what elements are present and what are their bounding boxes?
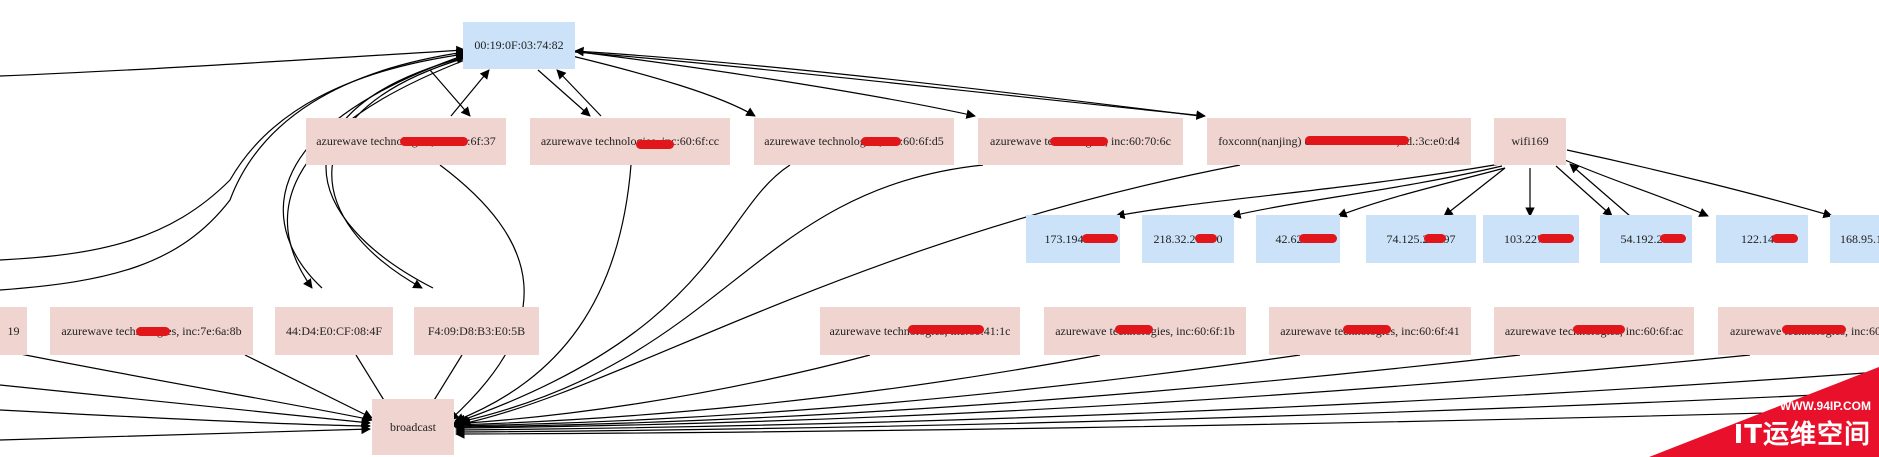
- redaction-mark: [636, 140, 674, 149]
- host-node[interactable]: 168.95.1: [1830, 215, 1879, 263]
- mac-node[interactable]: F4:09:D8:B3:E0:5B: [414, 307, 539, 355]
- hub-label: 00:19:0F:03:74:82: [474, 38, 564, 52]
- device-node[interactable]: azurewave technologies, inc:60:6f:d5: [754, 118, 954, 165]
- node-label: F4:09:D8:B3:E0:5B: [427, 323, 526, 338]
- edge: [429, 69, 471, 117]
- redaction-mark: [1082, 234, 1118, 243]
- broadcast-node[interactable]: broadcast: [372, 399, 454, 455]
- edge: [453, 354, 1301, 431]
- edge: [0, 409, 371, 431]
- edge: [0, 48, 466, 291]
- edge: [455, 409, 1879, 439]
- redaction-mark: [1305, 136, 1409, 145]
- device-node[interactable]: azurewave technologies, inc:60:6f:cc: [530, 118, 730, 165]
- edge: [0, 50, 466, 261]
- edge: [439, 164, 525, 421]
- node-label: 54.192.21.: [1620, 231, 1672, 246]
- edge: [454, 164, 632, 423]
- redaction-mark: [1343, 325, 1391, 334]
- redaction-mark: [136, 327, 170, 336]
- wifi-node[interactable]: wifi169: [1494, 118, 1566, 165]
- redaction-mark: [861, 137, 901, 146]
- redaction-mark: [1299, 234, 1337, 243]
- edge: [459, 164, 984, 425]
- edge: [1569, 163, 1631, 217]
- redaction-mark: [1660, 234, 1686, 243]
- edge: [579, 51, 976, 119]
- edge: [454, 354, 1521, 432]
- edge: [282, 53, 466, 289]
- mac-node[interactable]: 44:D4:E0:CF:08:4F: [275, 307, 393, 355]
- device-node[interactable]: azurewave technologies, inc:60:6f:ac: [1494, 307, 1694, 355]
- redaction-mark: [908, 325, 984, 334]
- host-node[interactable]: 103.227.12: [1483, 215, 1579, 263]
- redaction-mark: [1195, 234, 1217, 243]
- edge: [537, 69, 591, 117]
- edge: [574, 51, 1206, 120]
- edge: [571, 55, 756, 117]
- redaction-mark: [1538, 234, 1574, 243]
- edge: [455, 371, 1879, 435]
- edge: [0, 384, 371, 427]
- edge: [325, 54, 466, 289]
- node-label: azurewave technologies, inc:60:6f:d5: [764, 134, 944, 148]
- edge: [0, 424, 371, 441]
- edge: [556, 69, 602, 117]
- node-label: azurewave technologies, inc:60:6f:cc: [540, 134, 720, 148]
- edge: [456, 164, 791, 424]
- edge: [1231, 165, 1503, 219]
- edge: [331, 57, 466, 289]
- watermark: WWW.94IP.COM IT运维空间: [1649, 367, 1879, 457]
- redaction-mark: [1424, 234, 1446, 243]
- edge: [1443, 167, 1506, 217]
- edge: [0, 349, 373, 423]
- edge: [452, 354, 1101, 430]
- node-label: 168.95.1: [1840, 231, 1879, 246]
- redaction-mark: [1772, 234, 1798, 243]
- edge: [461, 164, 1241, 427]
- edge: [1566, 149, 1833, 219]
- host-node[interactable]: 74.125.203.97: [1366, 215, 1476, 263]
- edge: [1564, 159, 1709, 217]
- edge: [0, 45, 466, 77]
- redaction-mark: [1573, 325, 1625, 334]
- edge: [286, 59, 466, 289]
- edge: [244, 354, 373, 419]
- broadcast-label: broadcast: [390, 419, 436, 434]
- edge: [455, 391, 1879, 437]
- watermark-brand: IT运维空间: [1733, 420, 1871, 450]
- hub-node[interactable]: 00:19:0F:03:74:82: [463, 22, 575, 69]
- watermark-triangle: [1649, 367, 1879, 457]
- device-node[interactable]: 19: [0, 307, 27, 355]
- edge: [1337, 167, 1506, 218]
- edge: [1115, 163, 1501, 220]
- edge: [451, 354, 871, 429]
- node-label: 19: [7, 323, 20, 338]
- edge: [574, 46, 1201, 117]
- redaction-mark: [1050, 137, 1108, 146]
- host-node[interactable]: 218.32.210.70: [1142, 215, 1234, 263]
- edge: [455, 354, 1751, 433]
- node-label: 44:D4:E0:CF:08:4F: [285, 323, 383, 338]
- redaction-mark: [400, 137, 468, 146]
- redaction-mark: [1115, 325, 1153, 334]
- redaction-mark: [1782, 325, 1846, 334]
- edge: [1555, 165, 1613, 217]
- edge: [450, 69, 490, 117]
- node-label: wifi169: [1511, 134, 1549, 148]
- watermark-url: WWW.94IP.COM: [1779, 399, 1871, 413]
- host-node[interactable]: 54.192.21.: [1600, 215, 1692, 263]
